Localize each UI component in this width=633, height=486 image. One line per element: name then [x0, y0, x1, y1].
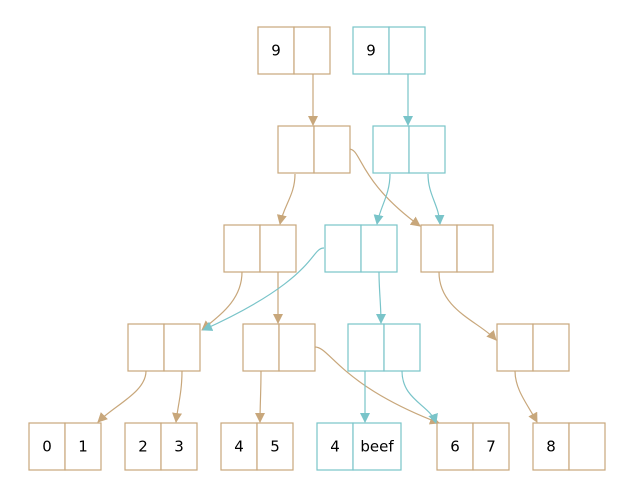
tree-node-old-l1 [277, 125, 351, 174]
node-cell [532, 323, 570, 372]
node-cell-value: beef [360, 438, 394, 456]
node-cell-value: 1 [78, 438, 88, 456]
node-cell-value: 9 [366, 42, 376, 60]
node-cell [383, 323, 421, 372]
node-cell [259, 224, 297, 273]
node-cell [313, 125, 351, 174]
node-cell [408, 125, 446, 174]
tree-node-leaf-4-beef: 4 beef [316, 422, 402, 471]
node-cell [472, 422, 510, 471]
node-cell [456, 224, 494, 273]
node-cell [347, 323, 385, 372]
edge-new_l1-to-new_l2_left [373, 173, 391, 225]
node-cell [242, 323, 280, 372]
node-cell [568, 422, 606, 471]
node-cell [532, 422, 570, 471]
edge-new_l2_left-to-shared_l3_a [202, 247, 325, 331]
node-cell-value: 4 [234, 438, 244, 456]
edge-shared_l2_right-to-shared_l3_c [438, 271, 497, 341]
tree-node-new-l1 [372, 125, 446, 174]
edge-shared_l3_a-to-leaf_2_3 [172, 370, 183, 423]
tree-node-old-root: 9 [257, 26, 331, 75]
node-cell-value: 7 [486, 438, 496, 456]
tree-node-old-l2-left [223, 224, 297, 273]
node-cell [293, 26, 331, 75]
node-cell [496, 323, 534, 372]
tree-node-shared-l2-right [420, 224, 494, 273]
tree-node-shared-l3-c [496, 323, 570, 372]
tree-node-new-l2-left [324, 224, 398, 273]
node-cell-value: 4 [330, 438, 340, 456]
node-cell-value: 2 [138, 438, 148, 456]
node-cell [372, 125, 410, 174]
node-cell-value: 8 [546, 438, 556, 456]
node-cell [352, 422, 402, 471]
edge-new_l2_left-to-new_l3_b [375, 271, 386, 324]
node-cell [278, 323, 316, 372]
node-cell [388, 26, 426, 75]
node-cell [420, 224, 458, 273]
edge-old_l1-to-shared_l2_right [348, 148, 421, 227]
node-cell-value: 3 [174, 438, 184, 456]
tree-node-shared-l3-a [127, 323, 201, 372]
tree-node-new-l3-b [347, 323, 421, 372]
edges-layer [97, 74, 538, 425]
tree-node-leaf-8: 8 [532, 422, 606, 471]
edge-shared_l3_a-to-leaf_0_1 [97, 370, 147, 423]
node-cell-value: 9 [271, 42, 281, 60]
edge-old_l3_b-to-leaf_4_5 [255, 370, 266, 423]
node-cell [64, 422, 102, 471]
edge-new_l3_b-to-leaf_6_7 [401, 370, 438, 424]
node-cell-value: 5 [270, 438, 280, 456]
node-cell [324, 224, 362, 273]
node-cell-value: 6 [450, 438, 460, 456]
edge-old_l1-to-old_l2_left [276, 173, 296, 225]
edge-new_l1-to-shared_l2_right [427, 173, 445, 225]
node-cell [256, 422, 294, 471]
node-cell [160, 422, 198, 471]
tree-node-new-root: 9 [352, 26, 426, 75]
node-cell [360, 224, 398, 273]
node-cell [127, 323, 165, 372]
node-cell-value: 0 [42, 438, 52, 456]
node-cell [223, 224, 261, 273]
tree-node-old-l3-b [242, 323, 316, 372]
edge-shared_l3_c-to-leaf_8 [514, 370, 538, 423]
node-cell [277, 125, 315, 174]
edge-old_l3_b-to-leaf_6_7 [314, 346, 440, 425]
node-cell [352, 26, 390, 75]
node-cell [163, 323, 201, 372]
